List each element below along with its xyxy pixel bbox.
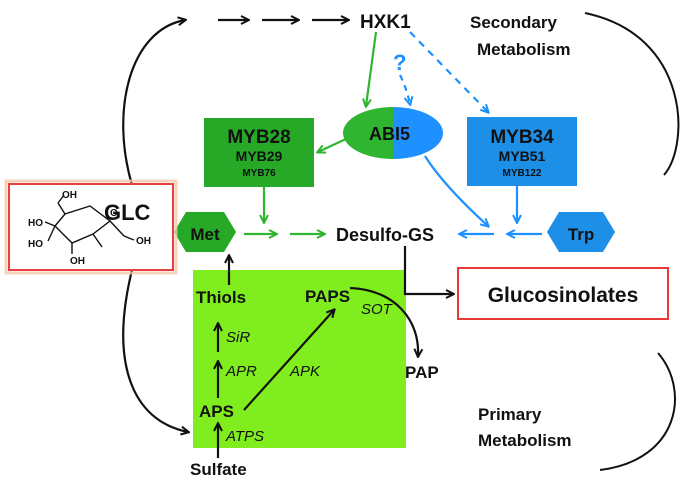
abi5-label: ABI5 (369, 124, 410, 144)
question-to-abi5-dashed-arrow (399, 74, 410, 104)
paps-label: PAPS (305, 287, 350, 306)
desulfo-to-glucosinolates-arrow (403, 246, 453, 294)
apk-label: APK (289, 363, 321, 380)
question-mark-label: ? (393, 50, 406, 75)
primary-metabolism-arc (599, 352, 676, 471)
hxk1-to-abi5-arrow (366, 31, 378, 106)
glc-box (8, 183, 174, 271)
glc-oh-right: OH (136, 236, 151, 247)
trp-label: Trp (568, 225, 594, 244)
glucosinolates-label: Glucosinolates (488, 284, 639, 307)
abi5-left-half (343, 107, 393, 159)
glc-to-hxk1-arrow (122, 20, 185, 186)
met-label: Met (190, 225, 220, 244)
sir-label: SiR (226, 329, 250, 346)
aps-to-paps-arrow (243, 310, 334, 411)
paps-to-pap-arrow (349, 286, 418, 356)
myb28-box (204, 118, 314, 187)
glc-ho-left-top: HO (28, 218, 43, 229)
glucose-structure-icon (44, 194, 135, 254)
glc-oh-bottom: OH (70, 256, 85, 267)
atps-label: ATPS (225, 428, 264, 445)
glc-ho-left-bottom: HO (28, 239, 43, 250)
glc-ring-oxygen: O (110, 208, 118, 219)
sulfate-label: Sulfate (190, 460, 247, 479)
myb122-label: MYB122 (503, 168, 542, 179)
abi5-right-half (393, 107, 443, 159)
desulfo-gs-label: Desulfo-GS (336, 225, 434, 245)
myb28-label: MYB28 (227, 127, 290, 148)
myb76-label: MYB76 (242, 168, 276, 179)
met-hexagon (174, 212, 236, 252)
myb34-label: MYB34 (490, 127, 554, 148)
primary-metabolism-line2: Metabolism (478, 431, 572, 450)
sulfur-assimilation-box (193, 270, 406, 448)
hxk1-label: HXK1 (360, 12, 411, 33)
secondary-metabolism-line2: Metabolism (477, 40, 571, 59)
myb34-box (467, 117, 577, 186)
secondary-metabolism-arc (584, 12, 680, 176)
glc-label: GLC (104, 200, 151, 225)
glc-oh-top: OH (62, 190, 77, 201)
glc-box-glow (4, 179, 178, 275)
glucosinolates-box (457, 267, 669, 320)
abi5-to-myb28-arrow (318, 137, 349, 152)
pap-label: PAP (405, 363, 439, 382)
secondary-metabolism-line1: Secondary (470, 13, 557, 32)
sot-label: SOT (361, 301, 394, 318)
glc-to-aps-arrow (122, 269, 188, 432)
myb51-label: MYB51 (499, 148, 546, 164)
hxk1-to-myb34-dashed-arrow (409, 31, 488, 112)
aps-label: APS (199, 402, 234, 421)
primary-metabolism-line1: Primary (478, 405, 542, 424)
trp-hexagon (547, 212, 615, 252)
apr-label: APR (225, 363, 257, 380)
thiols-label: Thiols (196, 288, 246, 307)
myb29-label: MYB29 (236, 148, 283, 164)
abi5-to-desulfo-arrow (424, 155, 488, 226)
